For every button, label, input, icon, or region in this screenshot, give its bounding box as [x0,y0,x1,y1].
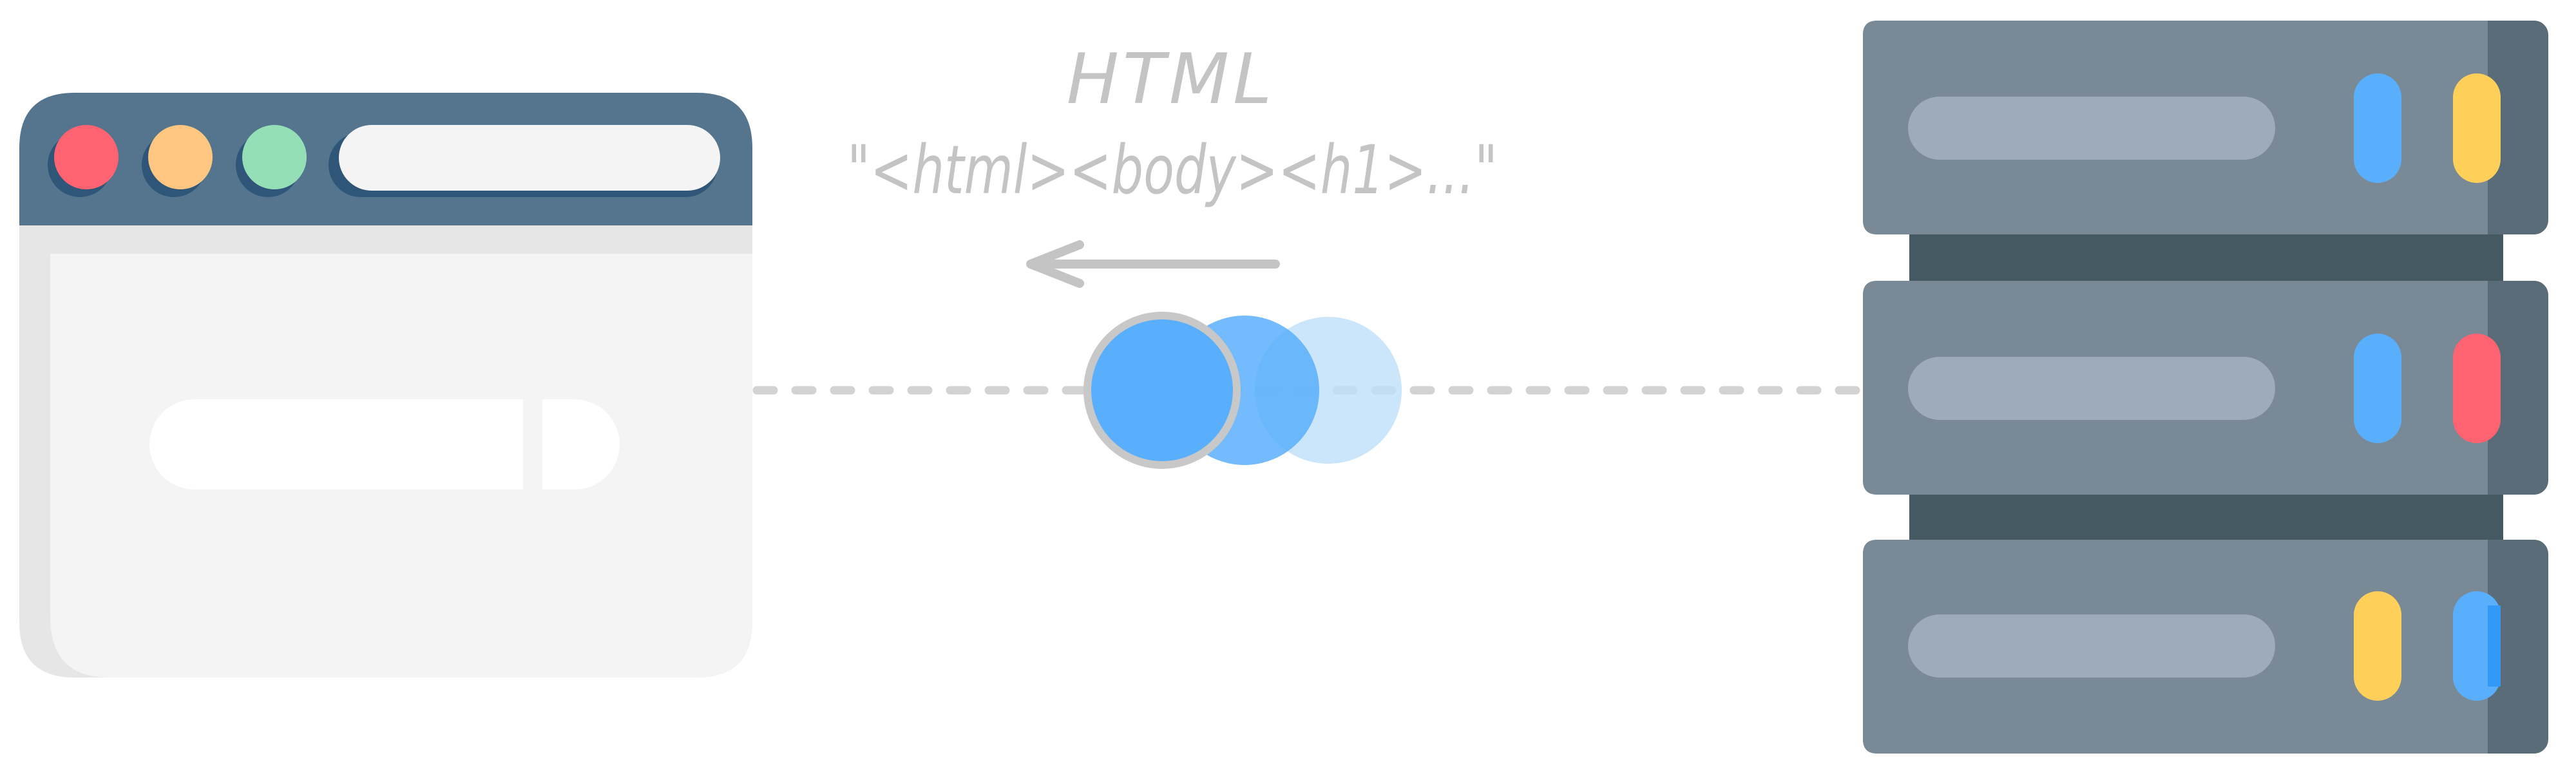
packet-primary [1083,312,1241,469]
server-slot [1908,357,2275,420]
request-protocol-label: HTML [1067,39,1276,120]
window-minimize-button [142,125,213,197]
server-unit-3 [1863,540,2548,754]
window-maximize-button [236,125,307,197]
status-led-red [2453,334,2501,443]
server-slot [1908,614,2275,678]
response-payload-label: "<html><body><h1>..." [847,131,1498,209]
server-unit-2 [1863,281,2548,495]
server-unit-1 [1863,21,2548,234]
server-connector-bottom [1909,487,2503,547]
server-connector-top [1909,228,2503,289]
status-led-blue [2354,73,2401,183]
arrow-left-icon [1026,240,1280,288]
browser-window-icon [19,93,752,678]
data-packet-icon [1083,312,1402,469]
server-slot [1908,97,2275,160]
address-bar [329,125,720,197]
status-led-yellow [2453,73,2501,183]
status-led-blue [2354,334,2401,443]
status-led-yellow [2354,591,2401,701]
page-search-field [149,394,620,495]
server-rack-icon [1863,21,2548,754]
window-close-button [48,125,119,197]
status-led-blue-edge [2488,605,2501,687]
